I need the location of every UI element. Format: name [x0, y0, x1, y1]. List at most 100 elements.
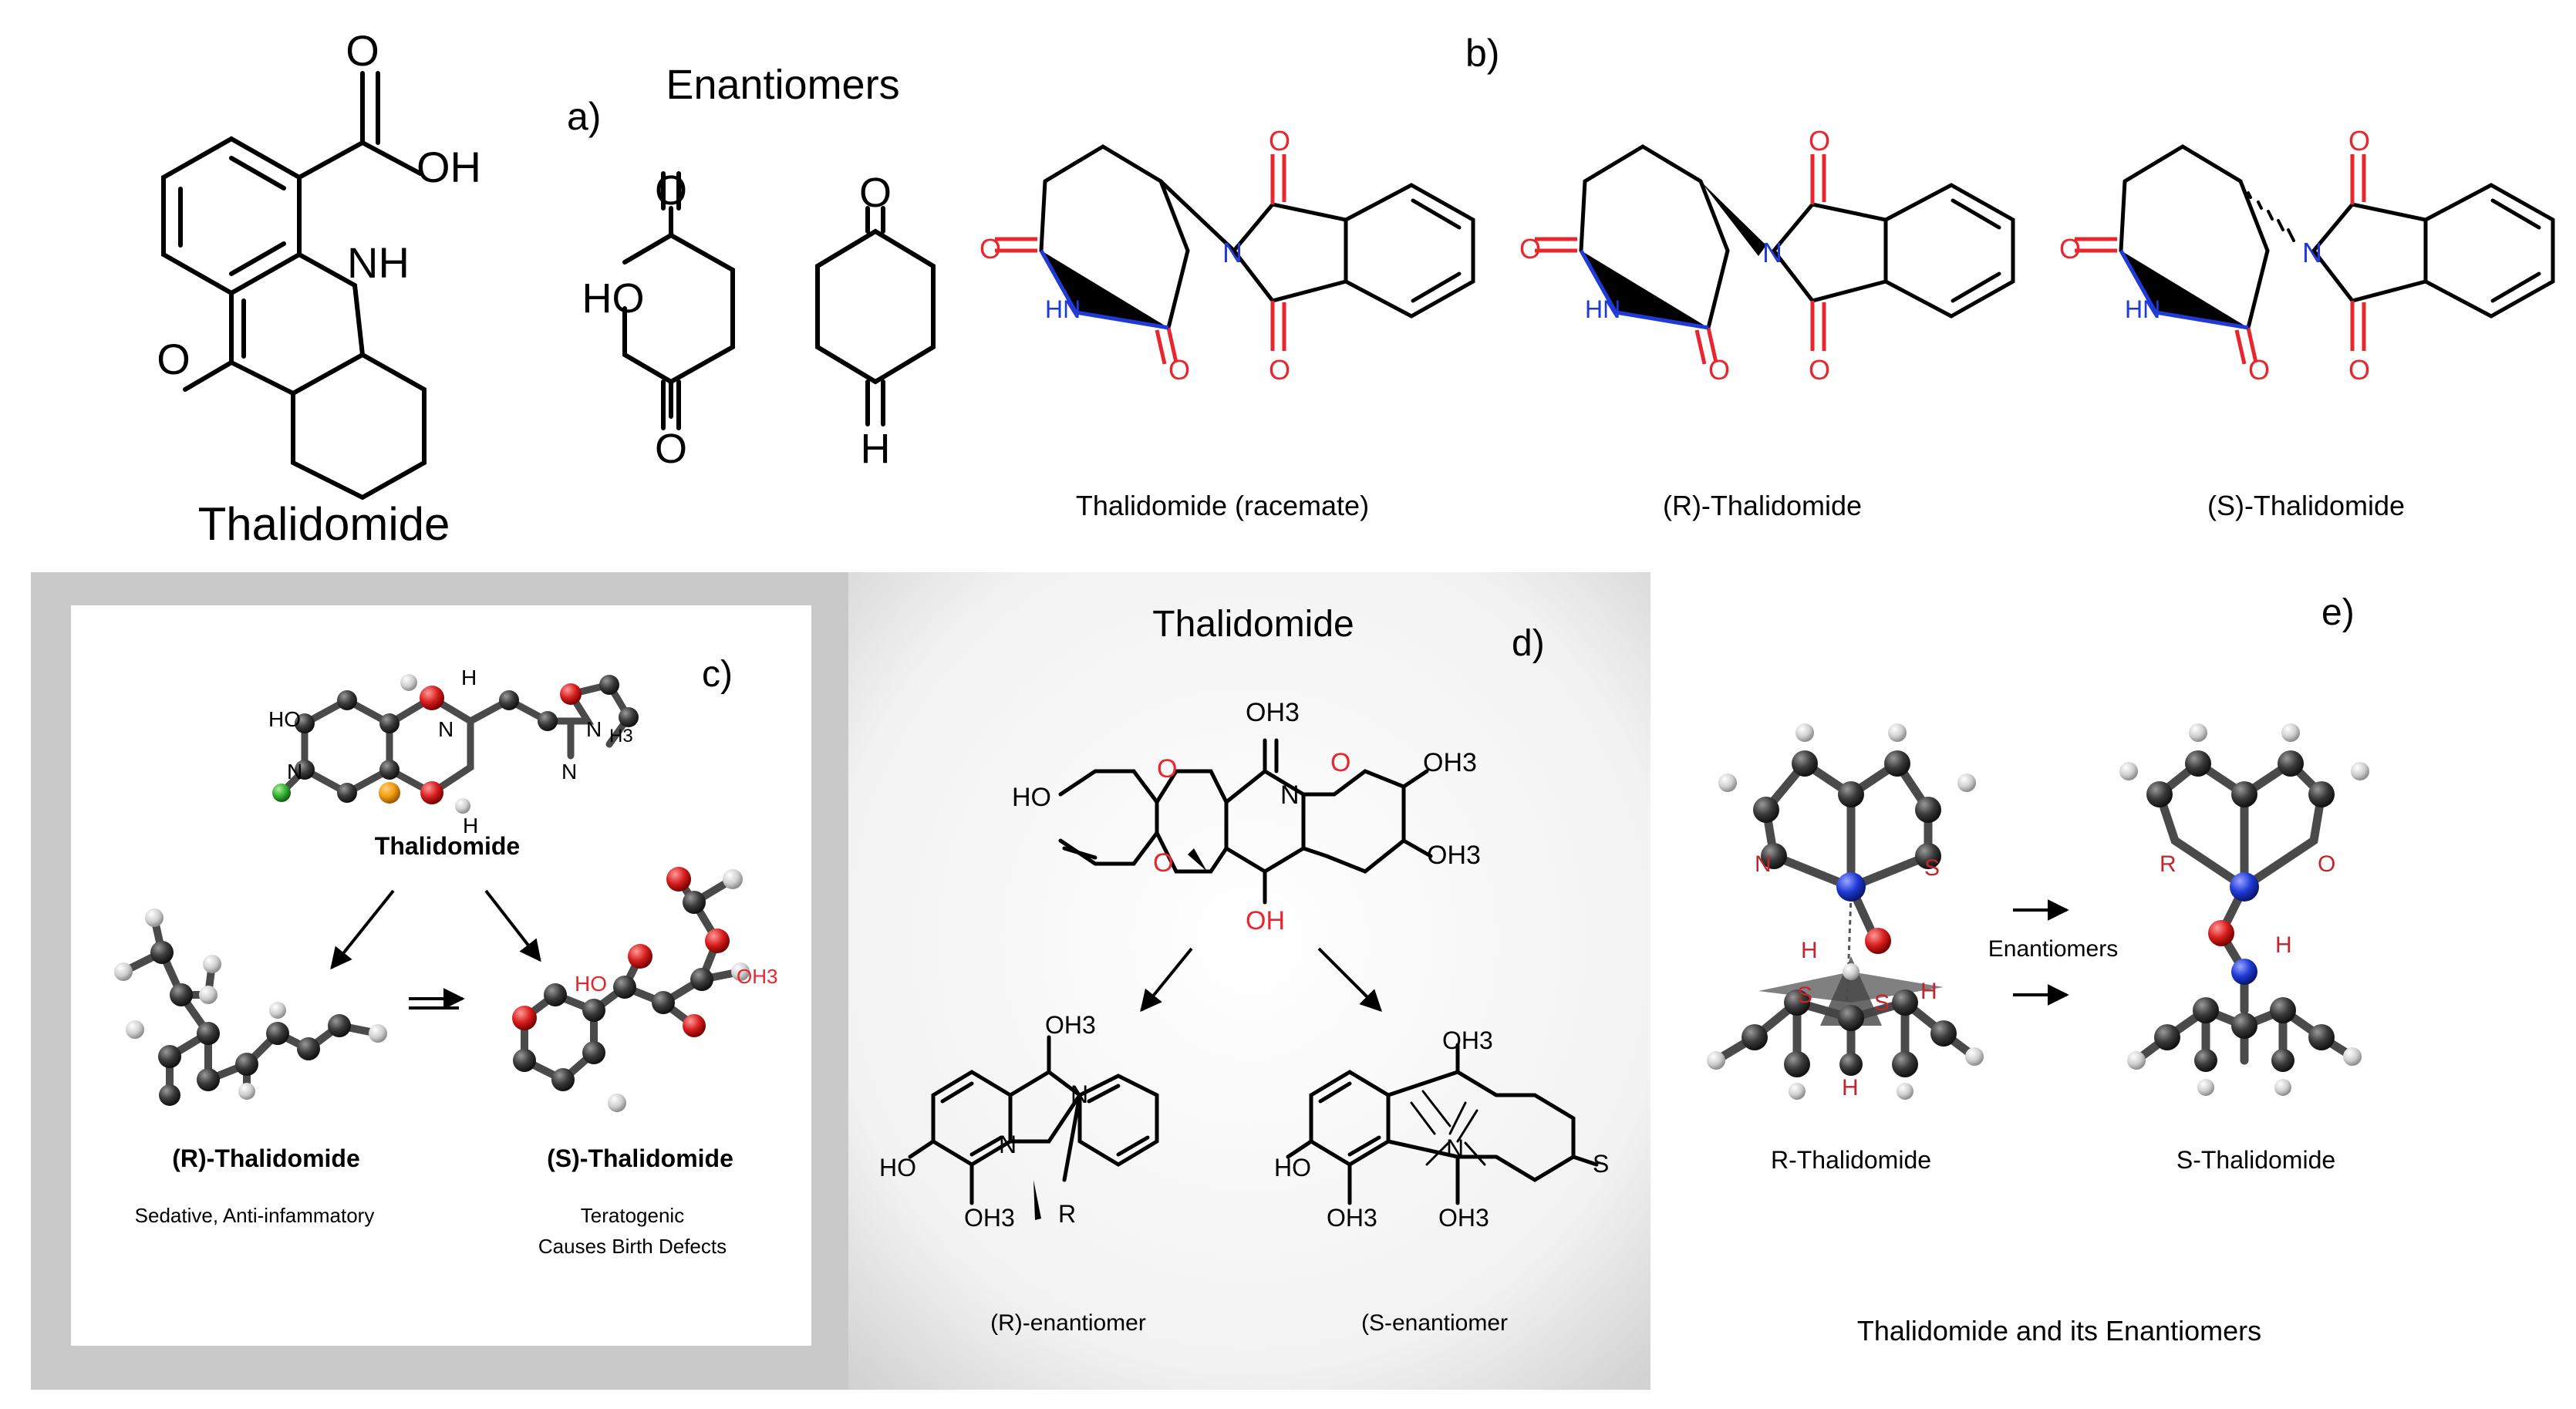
- atom-label: O: [1708, 354, 1730, 386]
- atom-label: N: [561, 760, 577, 784]
- atom-label: H3: [609, 726, 633, 747]
- panel-b-caption-racemate: Thalidomide (racemate): [1076, 490, 1369, 521]
- atom-label: N: [586, 717, 602, 741]
- atom-label: O: [655, 426, 687, 472]
- atom-label: O: [2248, 354, 2270, 386]
- atom-label: O: [1168, 354, 1190, 386]
- atom-label: N: [1280, 780, 1300, 810]
- atom-label: OH3: [964, 1204, 1015, 1232]
- atom-label: H: [461, 666, 477, 689]
- panel-a-open-chain: [622, 171, 735, 430]
- top-left-structure: [161, 71, 427, 501]
- atom-label: O: [2348, 125, 2370, 157]
- atom-label: HO: [582, 275, 645, 322]
- atom-label: N: [1762, 237, 1782, 268]
- panel-c-left-name: (R)-Thalidomide: [172, 1144, 360, 1172]
- atom-label: S: [1874, 990, 1890, 1016]
- atom-label: OH3: [1246, 698, 1300, 727]
- atom-label: OH3: [1442, 1026, 1493, 1054]
- panel-d-s-molecule: [1286, 1043, 1599, 1205]
- panel-b-molecule-r: O HN O N O O: [1519, 125, 2015, 386]
- atom-label: O: [2318, 851, 2335, 877]
- atom-label: O: [979, 233, 1001, 265]
- atom-label: O: [859, 170, 892, 216]
- atom-label: O: [1153, 848, 1173, 878]
- panel-d-left-caption: (R)-enantiomer: [990, 1310, 1146, 1336]
- top-left-title: Thalidomide: [198, 498, 450, 550]
- atom-label: N: [2302, 237, 2322, 268]
- atom-label: S: [1593, 1150, 1609, 1178]
- panel-d-frame: [848, 572, 1650, 1390]
- panel-e-r-molecule: N S H S S H H: [1707, 723, 1984, 1101]
- atom-label: O: [157, 335, 191, 383]
- panel-c-left-desc: Sedative, Anti-infammatory: [135, 1204, 375, 1227]
- panel-e-footer: Thalidomide and its Enantiomers: [1857, 1315, 2261, 1347]
- atom-label: O: [1809, 354, 1830, 386]
- atom-label: O: [1269, 354, 1290, 386]
- atom-label: N: [1755, 851, 1772, 877]
- atom-label: OH: [1246, 906, 1285, 935]
- atom-label: O: [1519, 233, 1541, 265]
- panel-d-right-caption: (S-enantiomer: [1361, 1310, 1508, 1336]
- atom-label: HO: [1012, 783, 1051, 812]
- atom-label: O: [655, 167, 687, 214]
- atom-label: OH3: [737, 965, 777, 988]
- atom-label: HO: [1274, 1154, 1311, 1181]
- panel-c-right-name: (S)-Thalidomide: [547, 1144, 733, 1172]
- panel-d-r-molecule: [908, 1035, 1159, 1205]
- atom-label: R: [1058, 1200, 1076, 1228]
- atom-label: H: [1920, 979, 1937, 1004]
- atom-label: N: [1222, 237, 1242, 268]
- panel-d-letter: d): [1512, 623, 1545, 664]
- panel-e-left-caption: R-Thalidomide: [1771, 1146, 1931, 1174]
- atom-label: N: [999, 1131, 1017, 1158]
- panel-d-top-molecule: [1058, 738, 1433, 905]
- panel-c-letter: c): [702, 654, 733, 695]
- atom-label: O: [1269, 125, 1290, 157]
- panel-d-arrows: [1140, 947, 1382, 1013]
- panel-a-letter: a): [567, 95, 601, 138]
- panel-c-s-molecule: HO OH3: [512, 867, 777, 1112]
- atom-label: OH3: [1045, 1011, 1096, 1039]
- panel-e-letter: e): [2321, 592, 2355, 633]
- panel-c-card: [71, 605, 811, 1346]
- atom-label: OH3: [1423, 748, 1477, 777]
- atom-label: S: [1797, 983, 1812, 1008]
- atom-label: S: [1924, 855, 1940, 881]
- atom-label: HN: [1045, 295, 1081, 323]
- atom-label: OH3: [1438, 1204, 1489, 1232]
- atom-label: O: [1330, 748, 1350, 777]
- panel-b-caption-s: (S)-Thalidomide: [2207, 490, 2405, 521]
- atom-label: HN: [1585, 295, 1620, 323]
- panel-b-caption-r: (R)-Thalidomide: [1663, 490, 1862, 521]
- panel-c-right-desc-1: Teratogenic: [581, 1204, 684, 1227]
- atom-label: H: [1801, 938, 1818, 963]
- atom-label: N: [438, 717, 453, 741]
- atom-label: OH3: [1427, 841, 1481, 870]
- panel-c-arrows: [330, 889, 541, 1010]
- atom-label: N: [1446, 1134, 1464, 1162]
- atom-label: OH3: [1327, 1204, 1377, 1232]
- atom-label: H: [2275, 932, 2292, 958]
- panel-b-molecule-s: O HN O N O O: [2059, 125, 2555, 386]
- atom-label: HN: [2125, 295, 2160, 323]
- panel-a-ring: [815, 206, 936, 426]
- panel-e-frame: [1650, 572, 2453, 1390]
- atom-label: O: [2059, 233, 2081, 265]
- panel-c-top-molecule: HO N N H H N N H3: [268, 666, 639, 838]
- panel-e-s-molecule: R O H: [2119, 723, 2369, 1096]
- panel-e-arrows: [2013, 899, 2069, 1006]
- panel-c-center-title: Thalidomide: [375, 832, 520, 860]
- atom-label: N: [1071, 1080, 1088, 1108]
- atom-label: O: [346, 26, 379, 75]
- atom-label: H: [1842, 1075, 1859, 1101]
- atom-label: O: [1809, 125, 1830, 157]
- atom-label: H: [463, 814, 478, 838]
- atom-label: O: [1157, 754, 1177, 784]
- panel-c-r-molecule: [114, 908, 387, 1106]
- atom-label: N: [287, 760, 302, 784]
- atom-label: NH: [347, 238, 410, 287]
- atom-label: HO: [268, 707, 301, 731]
- panel-d-title: Thalidomide: [1152, 604, 1354, 645]
